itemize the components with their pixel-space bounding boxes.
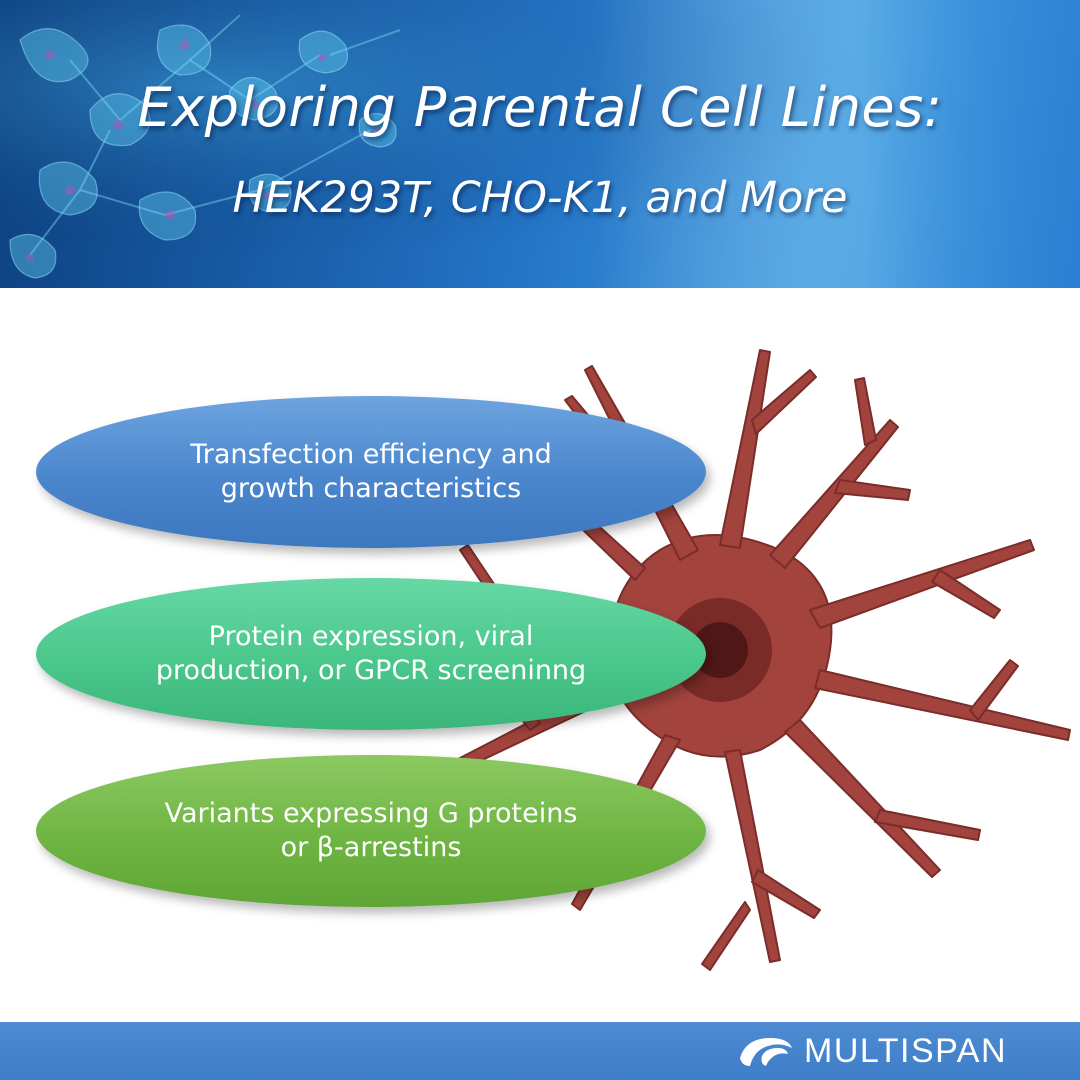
logo-wordmark: MULTISPAN (804, 1032, 1008, 1070)
feature-oval-protein-expression: Protein expression, viral production, or… (36, 578, 706, 730)
oval-text-line: Protein expression, viral (208, 621, 534, 652)
page-title: Exploring Parental Cell Lines: (137, 76, 943, 139)
cell-culture-background-icon (0, 0, 1080, 288)
multispan-logo-icon (740, 1038, 792, 1066)
oval-text-line: Transfection efficiency and (190, 439, 552, 470)
oval-text-line: or β-arrestins (280, 832, 462, 863)
oval-text-line: growth characteristics (220, 473, 522, 504)
header-banner: Exploring Parental Cell Lines: HEK293T, … (0, 0, 1080, 288)
oval-text-line: production, or GPCR screeninng (155, 655, 587, 686)
multispan-logo[interactable]: MULTISPAN (736, 1032, 1007, 1070)
feature-oval-transfection: Transfection efficiency and growth chara… (36, 396, 706, 548)
oval-text-line: Variants expressing G proteins (164, 798, 578, 829)
neuron-icon (409, 349, 1071, 971)
feature-oval-variants: Variants expressing G proteins or β-arre… (36, 755, 706, 907)
page-subtitle: HEK293T, CHO-K1, and More (232, 173, 848, 223)
footer-bar (0, 1022, 1080, 1080)
